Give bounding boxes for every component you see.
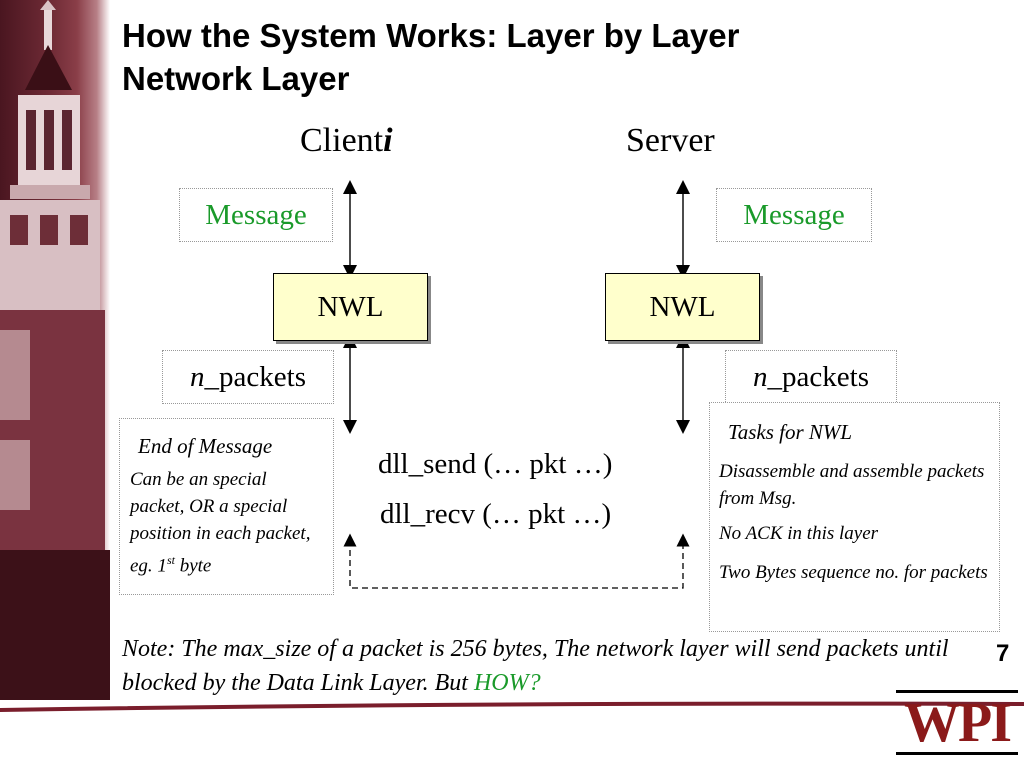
title-line-2: Network Layer [122, 60, 350, 97]
server-message-box: Message [716, 188, 872, 242]
server-message-label: Message [743, 199, 845, 231]
nwl-task-item: No ACK in this layer [719, 523, 879, 544]
dashed-link-arrow [343, 533, 690, 589]
end-of-message-body-tail: byte [174, 555, 212, 577]
footer-bar [0, 701, 1024, 712]
client-packets-box: n_packets [162, 350, 334, 404]
campus-tower-photo [0, 0, 110, 700]
title-line-1: How the System Works: Layer by Layer [122, 17, 740, 54]
server-nwl-label: NWL [649, 291, 716, 323]
server-packets-box: n_packets [725, 350, 897, 404]
client-heading-text: Client [300, 122, 384, 159]
end-of-message-note: End of Message Can be an special packet,… [119, 418, 334, 595]
dll-recv-call: dll_recv (… pkt …) [380, 498, 612, 530]
wpi-logo-text: WPI [904, 692, 1012, 754]
footer-note-text: Note: The max_size of a packet is 256 by… [122, 636, 949, 696]
ordinal-suffix: st [166, 553, 175, 567]
server-nwl-box: NWL [605, 273, 760, 341]
server-heading: Server [626, 122, 715, 159]
footer-note-emphasis: HOW? [473, 670, 541, 696]
end-of-message-body: Can be an special packet, OR a special p… [130, 466, 325, 579]
client-heading: Clienti [300, 122, 393, 160]
nwl-tasks-note: Tasks for NWL Disassemble and assemble p… [709, 402, 1000, 632]
client-nwl-box: NWL [273, 273, 428, 341]
nwl-task-item: Disassemble and assemble packets from Ms… [719, 461, 985, 509]
page-number: 7 [996, 640, 1010, 667]
end-of-message-body-text: Can be an special packet, OR a special p… [130, 469, 311, 577]
end-of-message-heading: End of Message [138, 434, 273, 458]
nwl-tasks-heading: Tasks for NWL [728, 420, 853, 444]
client-nwl-label: NWL [317, 291, 384, 323]
client-packets-n: n [190, 361, 205, 393]
client-index: i [383, 122, 393, 159]
server-packets-n: n [753, 361, 768, 393]
server-packets-label: _packets [767, 361, 869, 393]
dll-send-call: dll_send (… pkt …) [378, 448, 613, 480]
nwl-task-item: Two Bytes sequence no. for packets [719, 562, 988, 583]
client-message-label: Message [205, 199, 307, 231]
wpi-logo: WPI [892, 688, 1022, 758]
client-message-box: Message [179, 188, 333, 242]
footer-note: Note: The max_size of a packet is 256 by… [122, 632, 982, 700]
client-packets-label: _packets [204, 361, 306, 393]
slide-title: How the System Works: Layer by Layer Net… [122, 14, 739, 100]
